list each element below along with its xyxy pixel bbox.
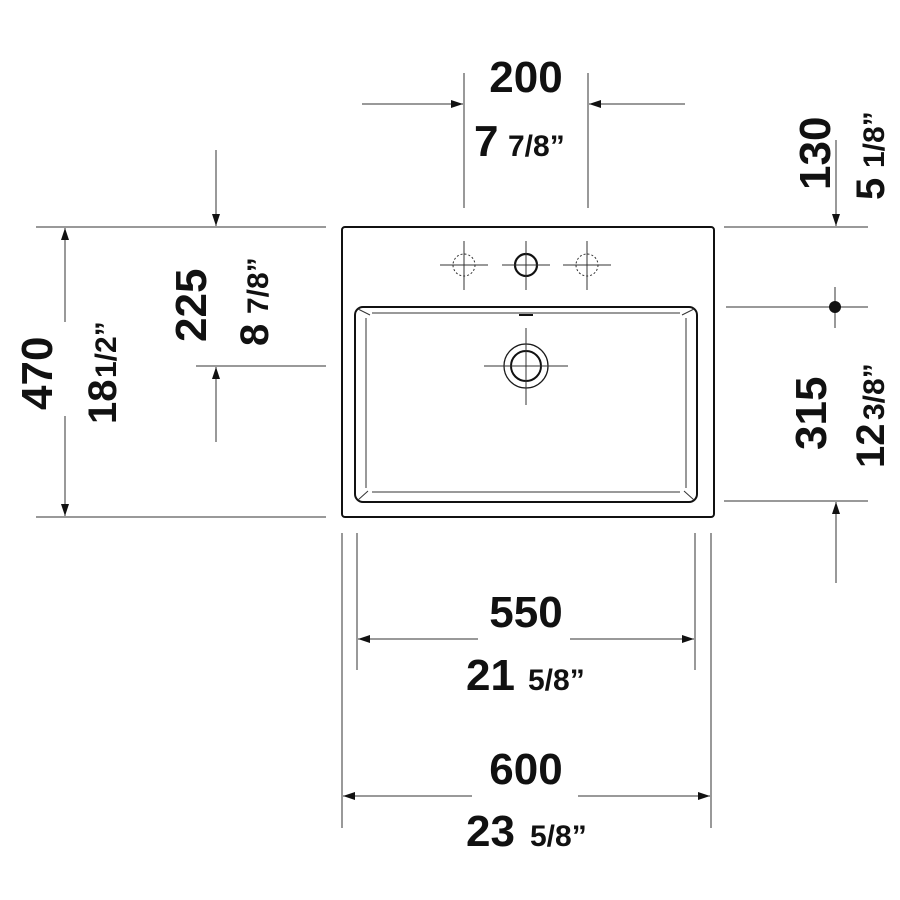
dim-label-in-frac: 5/8”: [530, 820, 587, 853]
dim-label-mm: 470: [13, 337, 62, 410]
dim-label-in-whole: 18: [81, 380, 125, 425]
basin-bowl: [354, 306, 698, 503]
basin-outline: [341, 226, 715, 518]
dim-label-in-frac: 5/8”: [528, 664, 585, 697]
drain-icon: [484, 328, 568, 405]
dimension-drain-from-back: 225 8 7/8”: [167, 150, 326, 442]
dim-label-in-whole: 12: [849, 424, 893, 469]
dimension-tap-to-wall: 130 5 1/8”: [724, 111, 893, 228]
dim-label-in-frac: 1/8”: [858, 111, 891, 168]
dim-label-in-whole: 23: [466, 807, 515, 856]
tap-hole-right-icon: [563, 241, 611, 290]
dimension-fixing-height: 315 12 3/8”: [724, 363, 893, 583]
dim-label-mm: 550: [489, 588, 562, 637]
dim-label-mm: 130: [791, 117, 840, 190]
tap-hole-center-icon: [502, 241, 550, 290]
dim-label-mm: 225: [167, 269, 216, 342]
dim-label-in-whole: 21: [466, 651, 515, 700]
dim-label-mm: 200: [489, 53, 562, 102]
fixing-point-icon: [726, 287, 868, 328]
dim-label-mm: 600: [489, 745, 562, 794]
dim-label-in-frac: 3/8”: [858, 363, 891, 420]
dim-label-in-whole: 8: [233, 324, 277, 346]
dim-label-in-frac: 7/8”: [508, 130, 565, 163]
dim-label-in-frac: 7/8”: [242, 257, 275, 314]
dim-label-mm: 315: [787, 377, 836, 450]
tap-hole-left-icon: [440, 241, 488, 290]
dim-label-in-frac: 1/2”: [90, 321, 123, 378]
dimension-tap-spacing: 200 7 7/8”: [362, 53, 685, 208]
dim-label-in-whole: 5: [849, 178, 893, 200]
dimension-overall-depth: 470 18 1/2”: [13, 226, 326, 518]
dimension-overall-width: 600 23 5/8”: [341, 533, 712, 856]
dimension-bowl-width: 550 21 5/8”: [356, 533, 696, 700]
dim-label-in-whole: 7: [474, 117, 498, 166]
